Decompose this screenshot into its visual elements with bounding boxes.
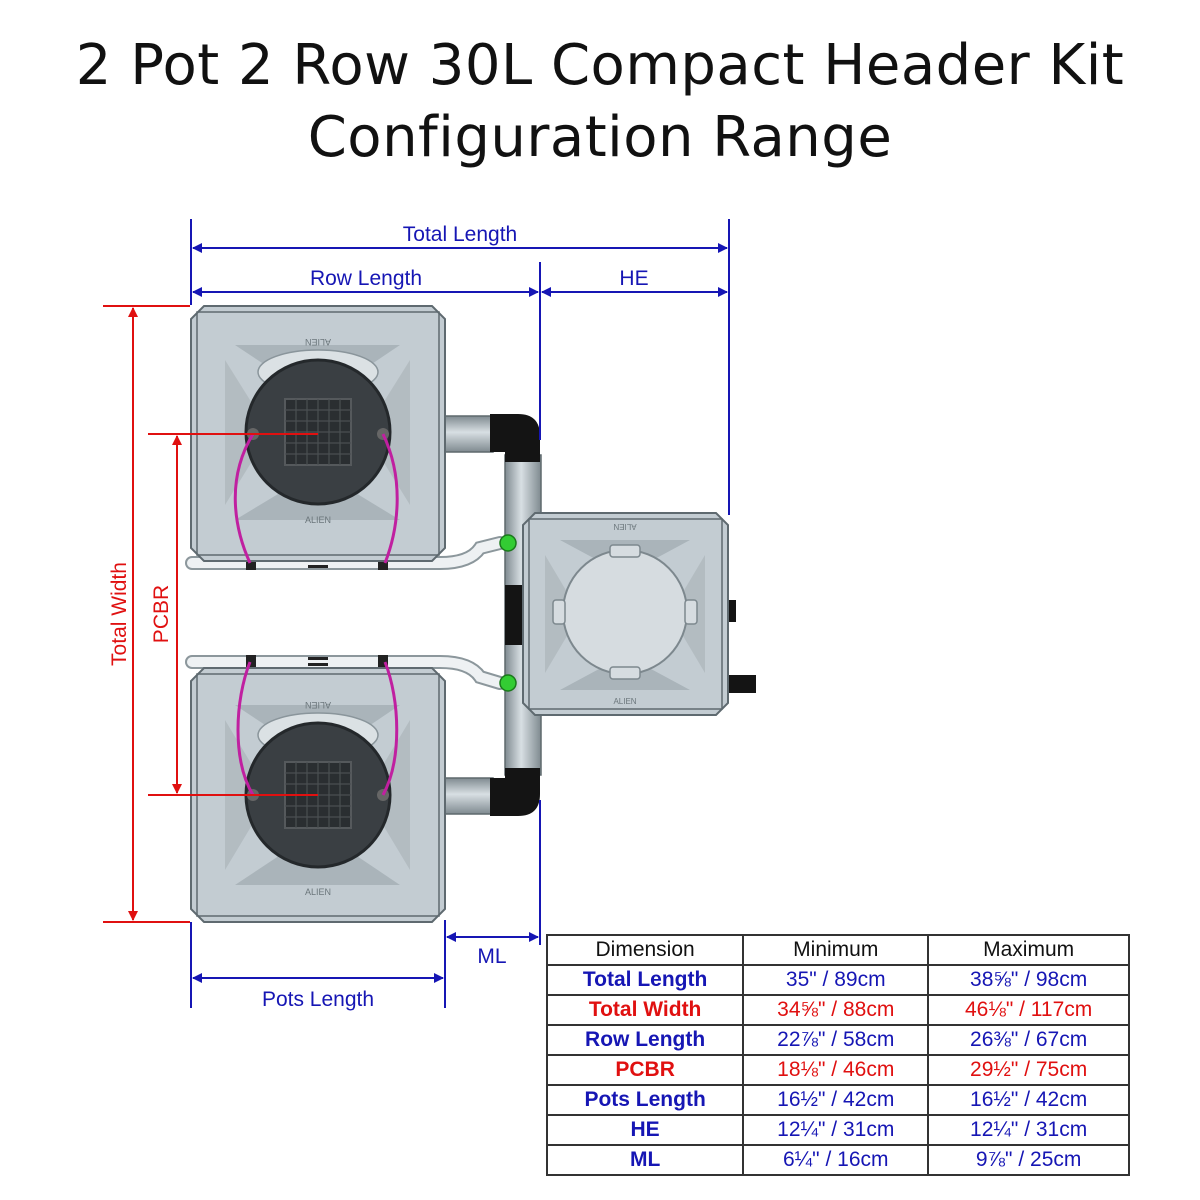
row-maximum: 46⅛" / 117cm xyxy=(927,994,1130,1026)
pot-top-logo-lower: ALIEN xyxy=(305,515,331,525)
row-maximum: 16½" / 42cm xyxy=(927,1084,1130,1116)
table-row: PCBR 18⅛" / 46cm 29½" / 75cm xyxy=(545,1054,1130,1086)
row-dimension: Total Length xyxy=(545,964,745,996)
row-minimum: 34⅝" / 88cm xyxy=(742,994,930,1026)
table-row: Pots Length 16½" / 42cm 16½" / 42cm xyxy=(545,1084,1130,1116)
label-pots-length: Pots Length xyxy=(262,988,374,1011)
row-dimension: Pots Length xyxy=(545,1084,745,1116)
row-dimension: HE xyxy=(545,1114,745,1146)
label-ml: ML xyxy=(477,945,506,968)
reservoir-logo-upper: ALIEN xyxy=(613,522,636,531)
row-dimension: Total Width xyxy=(545,994,745,1026)
table-row: Total Width 34⅝" / 88cm 46⅛" / 117cm xyxy=(545,994,1130,1026)
table-header-row: Dimension Minimum Maximum xyxy=(545,934,1130,966)
length-dimensions: Total Length Row Length HE ML Pots Lengt… xyxy=(190,219,730,1011)
label-total-length: Total Length xyxy=(403,223,517,246)
row-maximum: 12¼" / 31cm xyxy=(927,1114,1130,1146)
title-line-1: 2 Pot 2 Row 30L Compact Header Kit xyxy=(75,33,1125,98)
header-reservoir: ALIEN ALIEN xyxy=(522,512,756,716)
row-maximum: 29½" / 75cm xyxy=(927,1054,1130,1086)
table-row: ML 6¼" / 16cm 9⅞" / 25cm xyxy=(545,1144,1130,1176)
table-row: Row Length 22⅞" / 58cm 26⅜" / 67cm xyxy=(545,1024,1130,1056)
label-he: HE xyxy=(619,267,648,290)
label-pcbr: PCBR xyxy=(150,585,173,643)
label-total-width: Total Width xyxy=(108,562,131,666)
row-maximum: 38⅝" / 98cm xyxy=(927,964,1130,996)
table-row: HE 12¼" / 31cm 12¼" / 31cm xyxy=(545,1114,1130,1146)
return-tubes xyxy=(185,536,507,690)
pot-bottom-logo-lower: ALIEN xyxy=(305,887,331,897)
page-title: 2 Pot 2 Row 30L Compact Header Kit Confi… xyxy=(0,30,1200,174)
header-dimension: Dimension xyxy=(545,934,745,966)
row-maximum: 9⅞" / 25cm xyxy=(927,1144,1130,1176)
row-dimension: Row Length xyxy=(545,1024,745,1056)
row-minimum: 6¼" / 16cm xyxy=(742,1144,930,1176)
row-dimension: PCBR xyxy=(545,1054,745,1086)
dimension-table: Dimension Minimum Maximum Total Length 3… xyxy=(545,934,1130,1176)
row-minimum: 22⅞" / 58cm xyxy=(742,1024,930,1056)
row-maximum: 26⅜" / 67cm xyxy=(927,1024,1130,1056)
row-minimum: 16½" / 42cm xyxy=(742,1084,930,1116)
pot-bottom: ALIEN ALIEN xyxy=(190,661,446,923)
header-maximum: Maximum xyxy=(927,934,1130,966)
title-line-2: Configuration Range xyxy=(307,105,893,170)
width-dimensions: Total Width PCBR xyxy=(103,305,318,923)
row-minimum: 18⅛" / 46cm xyxy=(742,1054,930,1086)
table-row: Total Length 35" / 89cm 38⅝" / 98cm xyxy=(545,964,1130,996)
pot-bottom-logo-upper: ALIEN xyxy=(305,700,331,710)
row-dimension: ML xyxy=(545,1144,745,1176)
reservoir-logo-lower: ALIEN xyxy=(613,697,636,706)
row-minimum: 35" / 89cm xyxy=(742,964,930,996)
header-minimum: Minimum xyxy=(742,934,930,966)
row-minimum: 12¼" / 31cm xyxy=(742,1114,930,1146)
pot-top-logo-upper: ALIEN xyxy=(305,337,331,347)
label-row-length: Row Length xyxy=(310,267,422,290)
